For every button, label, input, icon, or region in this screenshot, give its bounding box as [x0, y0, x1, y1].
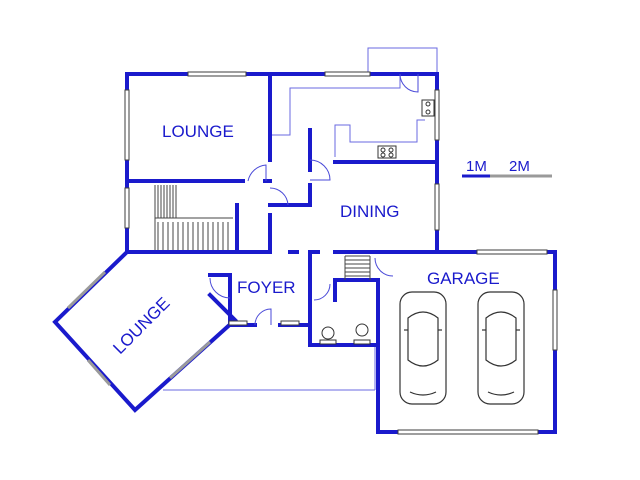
- fixtures: [319, 99, 435, 345]
- stairs: [154, 185, 371, 280]
- room-label-lounge-lower: LOUNGE: [109, 294, 173, 358]
- room-label-lounge-upper: LOUNGE: [162, 122, 234, 141]
- scale-label-2m: 2M: [509, 158, 530, 175]
- car-left: [399, 291, 447, 405]
- car-right: [477, 291, 525, 405]
- windows: [66, 71, 558, 435]
- doors: [209, 73, 419, 326]
- thin-outlines: [163, 47, 438, 391]
- scale-bar: 1M 2M: [462, 158, 552, 178]
- room-label-garage: GARAGE: [427, 269, 500, 288]
- room-label-dining: DINING: [340, 202, 400, 221]
- room-label-foyer: FOYER: [237, 278, 296, 297]
- scale-label-1m: 1M: [466, 158, 487, 175]
- garage-cars: [399, 291, 525, 405]
